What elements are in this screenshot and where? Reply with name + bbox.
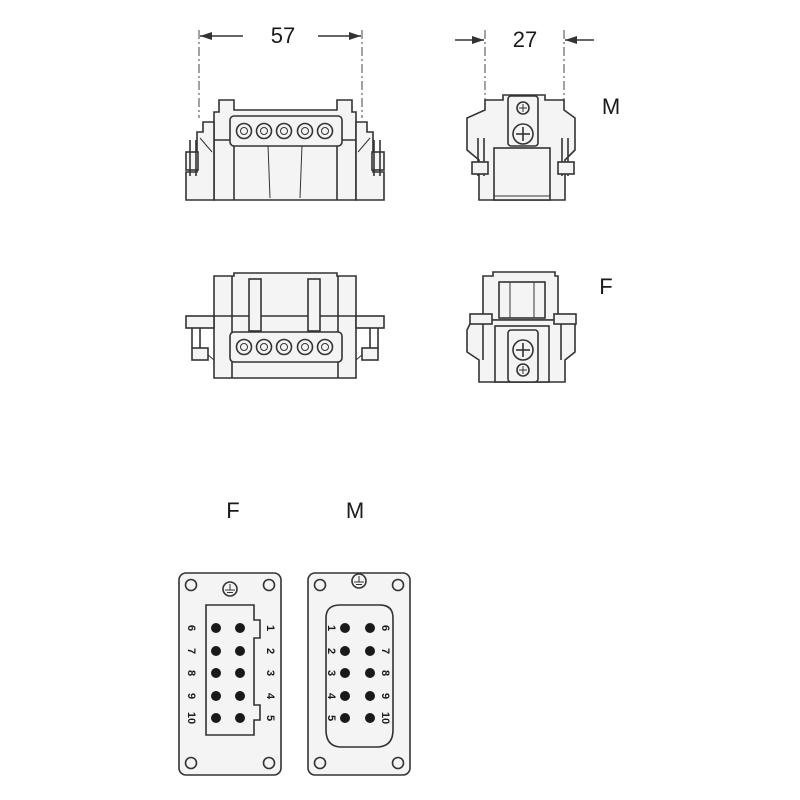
pin-number: 9 [185,693,197,699]
pin-number: 8 [379,670,391,676]
male-face-view: M 1 2 3 4 5 6 7 8 9 10 [307,498,411,776]
pin-number: 1 [264,625,276,631]
mounting-hole [184,756,198,770]
female-face-view: F 6 7 8 9 10 1 2 3 4 5 [178,498,282,776]
pin-number: 6 [185,625,197,631]
pin-number: 4 [325,693,337,700]
female-insert-side-view [185,272,385,379]
female-insert-end-view [466,271,577,383]
mounting-hole [262,578,276,592]
ground-icon [351,573,367,589]
pin-number: 3 [264,670,276,676]
pin-number: 6 [379,625,391,631]
mounting-hole [313,756,327,770]
male-insert-side-view [185,99,385,201]
female-face-label: F [226,498,239,523]
pin-number: 7 [185,648,197,654]
pin-number: 3 [325,670,337,676]
pin-number: 2 [264,648,276,654]
male-face-label: M [346,498,364,523]
mounting-hole [391,578,405,592]
pin-number: 2 [325,648,337,654]
pin-number: 5 [264,715,276,721]
pin-number: 7 [379,648,391,654]
mounting-hole [391,756,405,770]
pin-number: 9 [379,693,391,699]
pin-number: 4 [264,693,276,700]
female-label: F [599,274,612,299]
pin-number: 1 [325,625,337,631]
pin-number: 8 [185,670,197,676]
mounting-hole [313,578,327,592]
mounting-hole [262,756,276,770]
width-dimension-label: 57 [271,23,295,48]
male-insert-end-view [466,94,576,201]
width-dimension: 57 [198,23,363,118]
pin-number: 10 [185,712,197,724]
male-label: M [602,94,620,119]
depth-dimension: 27 [455,27,594,110]
mounting-hole [184,578,198,592]
depth-dimension-label: 27 [513,27,537,52]
ground-icon [222,581,238,597]
pin-number: 10 [379,712,391,724]
pin-number: 5 [325,715,337,721]
